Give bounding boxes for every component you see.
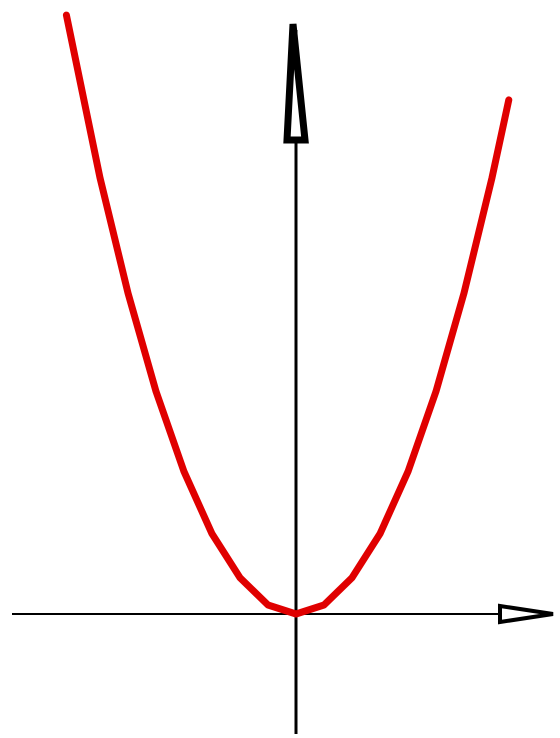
- series-line-0: [62, 11, 513, 618]
- x-axis-arrow-icon: [498, 603, 554, 625]
- y-axis-arrow-icon: [283, 23, 309, 144]
